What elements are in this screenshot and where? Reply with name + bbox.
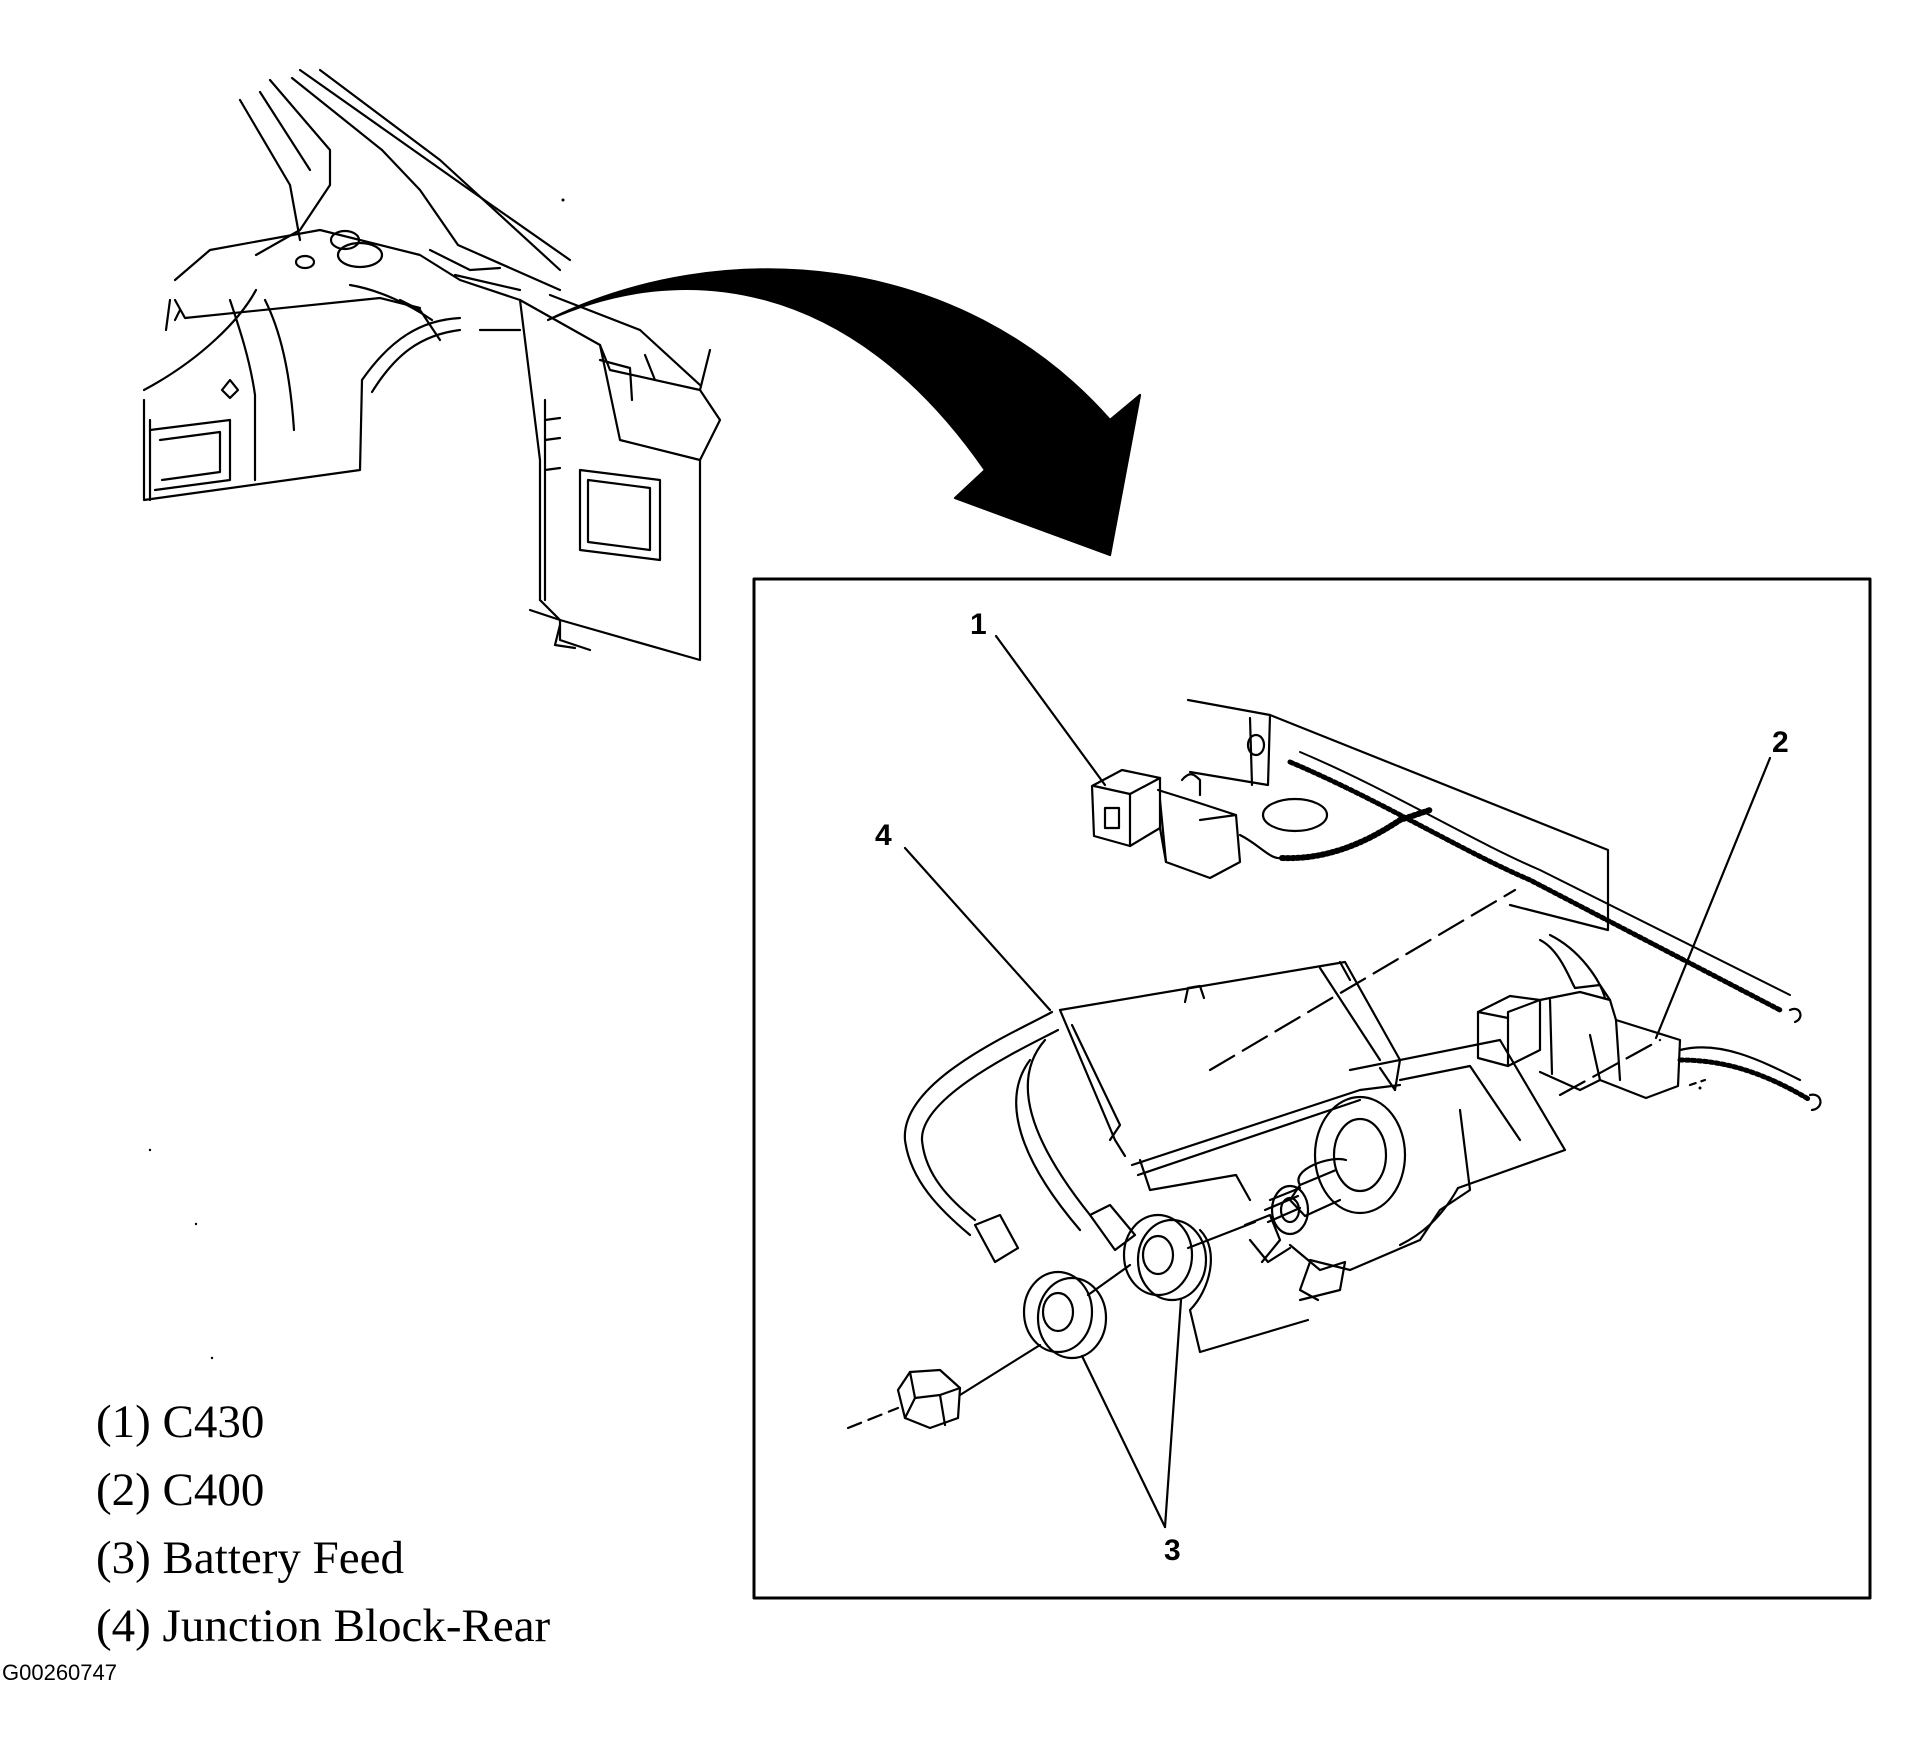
leader-line-3b xyxy=(1163,1298,1183,1529)
leader-line-1 xyxy=(994,634,1107,787)
legend-item-battery-feed: (3) Battery Feed xyxy=(96,1532,405,1584)
leader-line-2 xyxy=(1654,756,1772,1040)
legend-list: (1) C430 (2) C400 (3) Battery Feed (4) J… xyxy=(96,1388,550,1660)
callout-1: 1 xyxy=(970,608,987,641)
legend-item-c430: (1) C430 xyxy=(96,1396,265,1448)
callout-2: 2 xyxy=(1772,726,1789,759)
callout-3: 3 xyxy=(1164,1534,1181,1567)
location-arrow xyxy=(546,268,1142,557)
scan-specks xyxy=(148,198,1702,1360)
detail-view-frame xyxy=(752,577,1872,1600)
legend-item-junction-block-rear: (4) Junction Block-Rear xyxy=(96,1600,551,1652)
leader-line-3a xyxy=(1080,1354,1167,1529)
callout-4: 4 xyxy=(875,819,892,852)
vehicle-rear-quarter-illustration xyxy=(142,68,722,662)
leader-line-4 xyxy=(903,846,1052,1012)
figure-id: G00260747 xyxy=(2,1660,117,1685)
junction-block-detail-illustration xyxy=(846,634,1822,1529)
legend-item-c400: (2) C400 xyxy=(96,1464,265,1516)
